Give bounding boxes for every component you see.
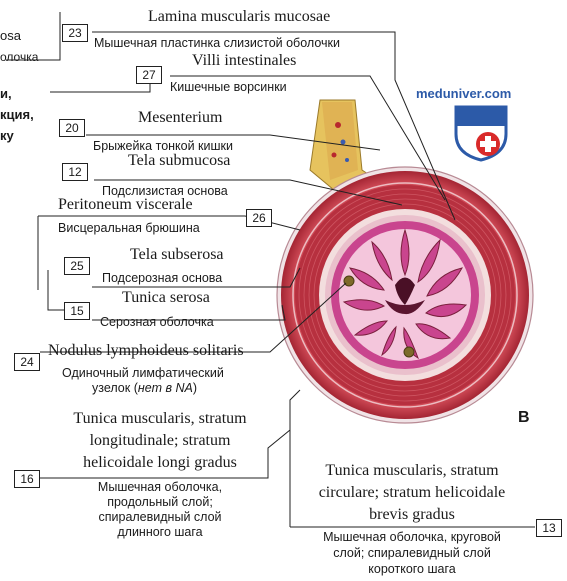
label-latin-submucosa: Tela submucosa: [128, 152, 230, 170]
label-russian-circular-2: слой; спиралевидный слой: [292, 546, 532, 560]
label-number-16: 16: [14, 470, 40, 488]
label-latin-subserosa: Tela subserosa: [130, 246, 224, 264]
label-number-27: 27: [136, 66, 162, 84]
label-russian-lamina: Мышечная пластинка слизистой оболочки: [94, 36, 340, 50]
site-watermark: meduniver.com: [416, 86, 511, 101]
label-latin-circular-2: circulare; stratum helicoidale: [292, 484, 532, 502]
label-latin-lamina: Lamina muscularis mucosae: [148, 8, 330, 26]
label-latin-peritoneum: Peritoneum viscerale: [58, 196, 193, 214]
label-russian-serosa: Серозная оболочка: [100, 315, 214, 329]
label-russian-circular-1: Мышечная оболочка, круговой: [292, 530, 532, 544]
cut-text-5: ку: [0, 128, 14, 143]
cut-text-2: олочка: [0, 50, 38, 64]
label-number-24: 24: [14, 353, 40, 371]
cut-text-3: и,: [0, 86, 12, 101]
label-russian-longitudinal-2: продольный слой;: [52, 495, 268, 509]
label-latin-nodulus: Nodulus lymphoideus solitaris: [48, 342, 244, 360]
label-russian-subserosa: Подсерозная основа: [102, 271, 222, 285]
cut-text-4: кция,: [0, 107, 34, 122]
label-number-20: 20: [59, 119, 85, 137]
label-russian-mesenterium: Брыжейка тонкой кишки: [93, 139, 233, 153]
label-number-12: 12: [62, 163, 88, 181]
label-russian-longitudinal-1: Мышечная оболочка,: [52, 480, 268, 494]
label-latin-longitudinal-3: helicoidale longi gradus: [52, 454, 268, 472]
label-number-26: 26: [246, 209, 272, 227]
label-latin-circular-3: brevis gradus: [292, 506, 532, 524]
label-number-13: 13: [536, 519, 562, 537]
label-latin-longitudinal-1: Tunica muscularis, stratum: [52, 410, 268, 428]
cut-text-1: osa: [0, 28, 21, 43]
panel-letter: B: [518, 409, 530, 427]
label-latin-mesenterium: Mesenterium: [138, 109, 222, 127]
label-number-25: 25: [64, 257, 90, 275]
label-latin-longitudinal-2: longitudinale; stratum: [52, 432, 268, 450]
label-latin-villi: Villi intestinales: [192, 52, 296, 70]
label-latin-serosa: Tunica serosa: [122, 289, 210, 307]
label-russian-circular-3: короткого шага: [292, 562, 532, 576]
label-russian-nodulus-2: узелок (нет в NA): [92, 381, 197, 395]
label-number-15: 15: [64, 302, 90, 320]
label-number-23: 23: [62, 24, 88, 42]
label-russian-peritoneum: Висцеральная брюшина: [58, 221, 200, 235]
label-russian-longitudinal-3: спиралевидный слой: [52, 510, 268, 524]
label-russian-longitudinal-4: длинного шага: [52, 525, 268, 539]
label-latin-circular-1: Tunica muscularis, stratum: [292, 462, 532, 480]
shield-logo-icon: [453, 104, 509, 162]
label-russian-villi: Кишечные ворсинки: [170, 80, 287, 94]
label-russian-nodulus-1: Одиночный лимфатический: [62, 366, 224, 380]
